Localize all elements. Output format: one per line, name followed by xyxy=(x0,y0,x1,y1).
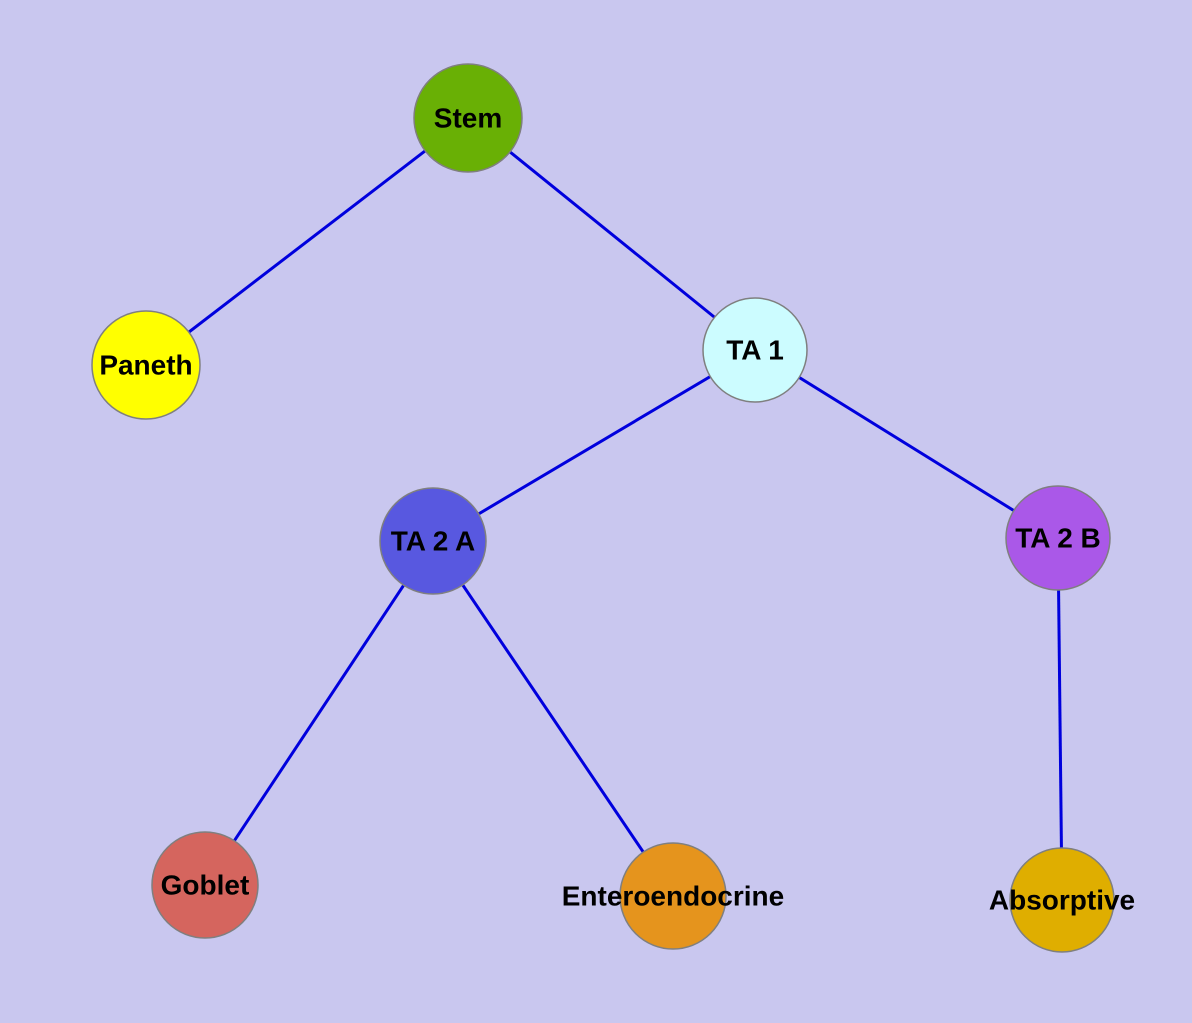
node-stem[interactable] xyxy=(413,63,523,173)
node-absorptive[interactable] xyxy=(1009,847,1115,953)
node-enteroendocrine[interactable] xyxy=(619,842,727,950)
node-ta1[interactable] xyxy=(702,297,808,403)
edge-ta1-ta2a xyxy=(432,348,756,543)
nodes-layer xyxy=(91,63,1115,953)
edge-stem-paneth xyxy=(145,116,469,367)
node-goblet[interactable] xyxy=(151,831,259,939)
edge-ta1-ta2b xyxy=(754,348,1059,540)
edge-stem-ta1 xyxy=(467,116,756,352)
node-ta2b[interactable] xyxy=(1005,485,1111,591)
edge-ta2a-goblet xyxy=(203,540,435,886)
edge-ta2a-enteroendocrine xyxy=(431,540,675,897)
edge-ta2b-absorptive xyxy=(1056,537,1064,901)
edges-layer xyxy=(145,116,1064,901)
node-paneth[interactable] xyxy=(91,310,201,420)
node-ta2a[interactable] xyxy=(379,487,487,595)
